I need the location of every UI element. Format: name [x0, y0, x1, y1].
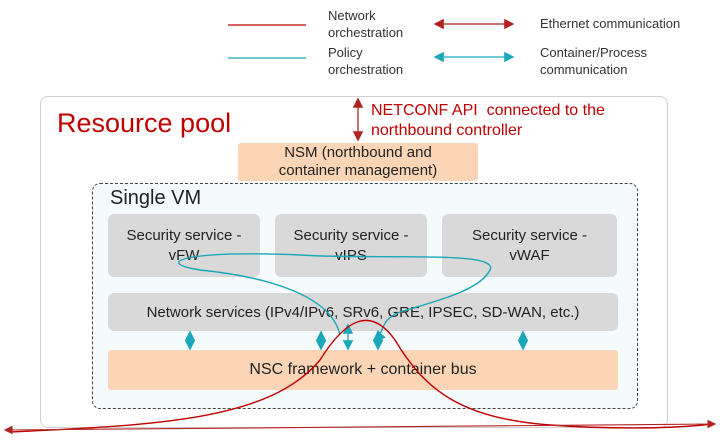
single-vm-title: Single VM — [110, 187, 202, 209]
legend-ethernet-label: Ethernet communication — [540, 16, 681, 31]
ethernet-bottom-arrow — [3, 419, 717, 435]
service-vips: Security service - vIPS — [275, 214, 427, 277]
service-vwaf: Security service - vWAF — [442, 214, 617, 277]
network-orchestration-curve — [9, 319, 713, 433]
resource-pool-title: Resource pool — [57, 108, 232, 138]
legend-policy-label: Policy orchestration — [328, 45, 404, 77]
policy-orchestration-loop — [178, 253, 492, 343]
legend-network-label: Network orchestration — [328, 8, 404, 40]
netconf-api-label: NETCONF API connected to the northbound … — [371, 102, 605, 139]
network-services-box: Network services (IPv4/IPv6, SRv6, GRE, … — [108, 293, 618, 331]
legend-container-label: Container/Process communication — [540, 45, 647, 77]
nsm-box: NSM (northbound and container management… — [238, 143, 478, 181]
